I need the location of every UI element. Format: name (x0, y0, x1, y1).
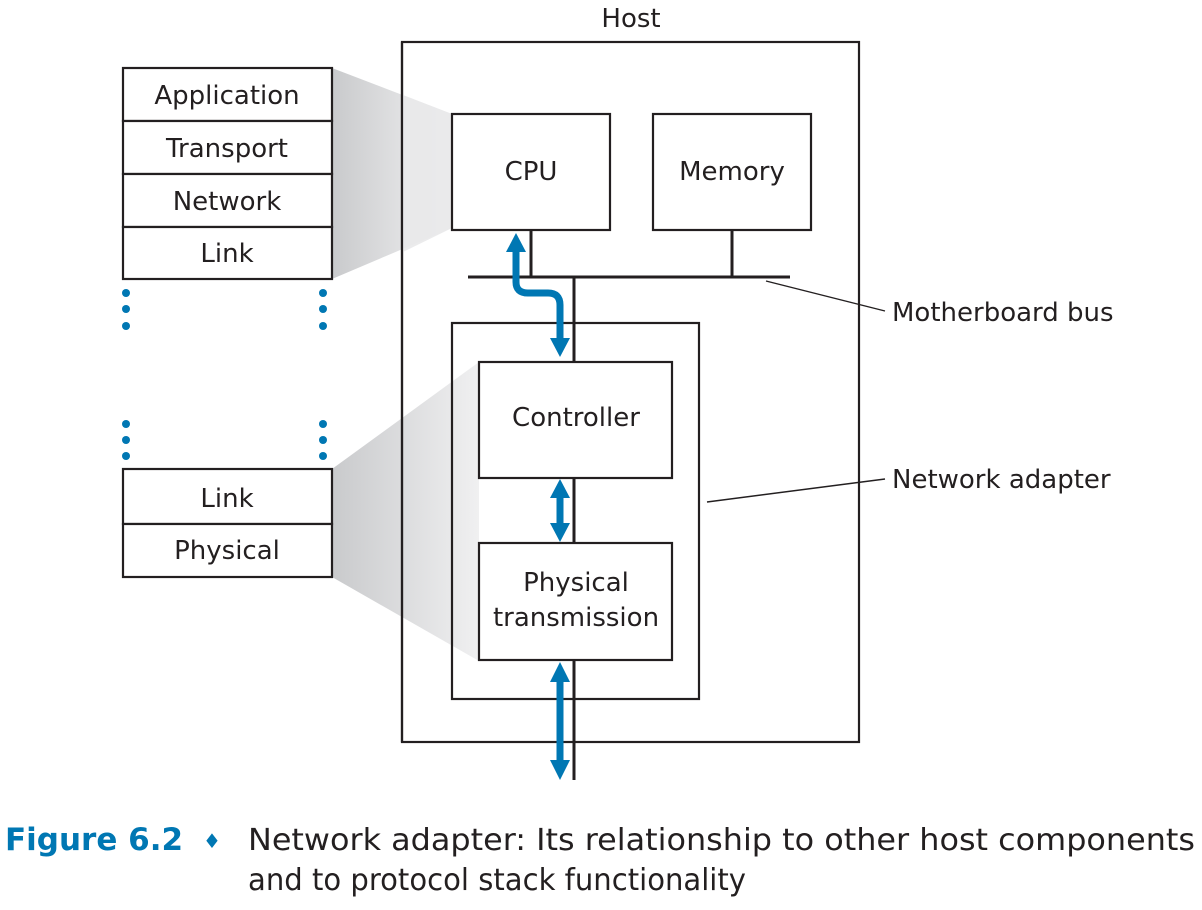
upper-protocol-stack: Application Transport Network Link (121, 66, 334, 281)
layer-link-upper-label: Link (200, 239, 253, 269)
diamond-separator-icon: ♦ (203, 829, 221, 853)
cpu-box (450, 112, 612, 232)
ellipsis-dots-lower (122, 420, 327, 460)
layer-link-upper (121, 225, 334, 281)
physical-transmission-label-1: Physical (523, 568, 629, 598)
layer-physical-label: Physical (174, 536, 280, 566)
projection-shade-adapter (332, 362, 479, 661)
adapter-leader-line (706, 478, 886, 503)
arrow-physical-link (550, 662, 570, 780)
layer-physical (121, 522, 334, 579)
lower-protocol-stack: Link Physical (121, 467, 334, 579)
arrow-controller-physical (550, 479, 570, 542)
ellipsis-dots-upper (122, 289, 327, 330)
controller-box (477, 360, 674, 480)
layer-link-lower-label: Link (200, 484, 253, 514)
layer-application (121, 66, 334, 123)
layer-application-label: Application (154, 81, 299, 111)
layer-transport-label: Transport (165, 134, 288, 164)
layer-network (121, 172, 334, 229)
caption-line-1: Network adapter: Its relationship to oth… (248, 823, 1195, 858)
layer-network-label: Network (173, 187, 282, 217)
bus-leader-line (765, 280, 886, 312)
cpu-label: CPU (505, 157, 558, 187)
arrow-cpu-controller (506, 233, 570, 357)
memory-box (651, 112, 813, 232)
memory-label: Memory (679, 157, 785, 187)
network-adapter-label: Network adapter (892, 465, 1111, 495)
layer-link-lower (121, 467, 334, 526)
physical-transmission-box (477, 541, 674, 662)
figure-caption: Figure 6.2 ♦ Network adapter: Its relati… (5, 822, 1195, 898)
host-label: Host (601, 4, 660, 34)
motherboard-bus-label: Motherboard bus (892, 298, 1114, 328)
figure-number: Figure 6.2 (5, 822, 183, 858)
physical-transmission-label-2: transmission (493, 603, 659, 633)
controller-label: Controller (512, 403, 640, 433)
motherboard-bus (468, 230, 790, 362)
caption-line-2: and to protocol stack functionality (248, 863, 746, 898)
